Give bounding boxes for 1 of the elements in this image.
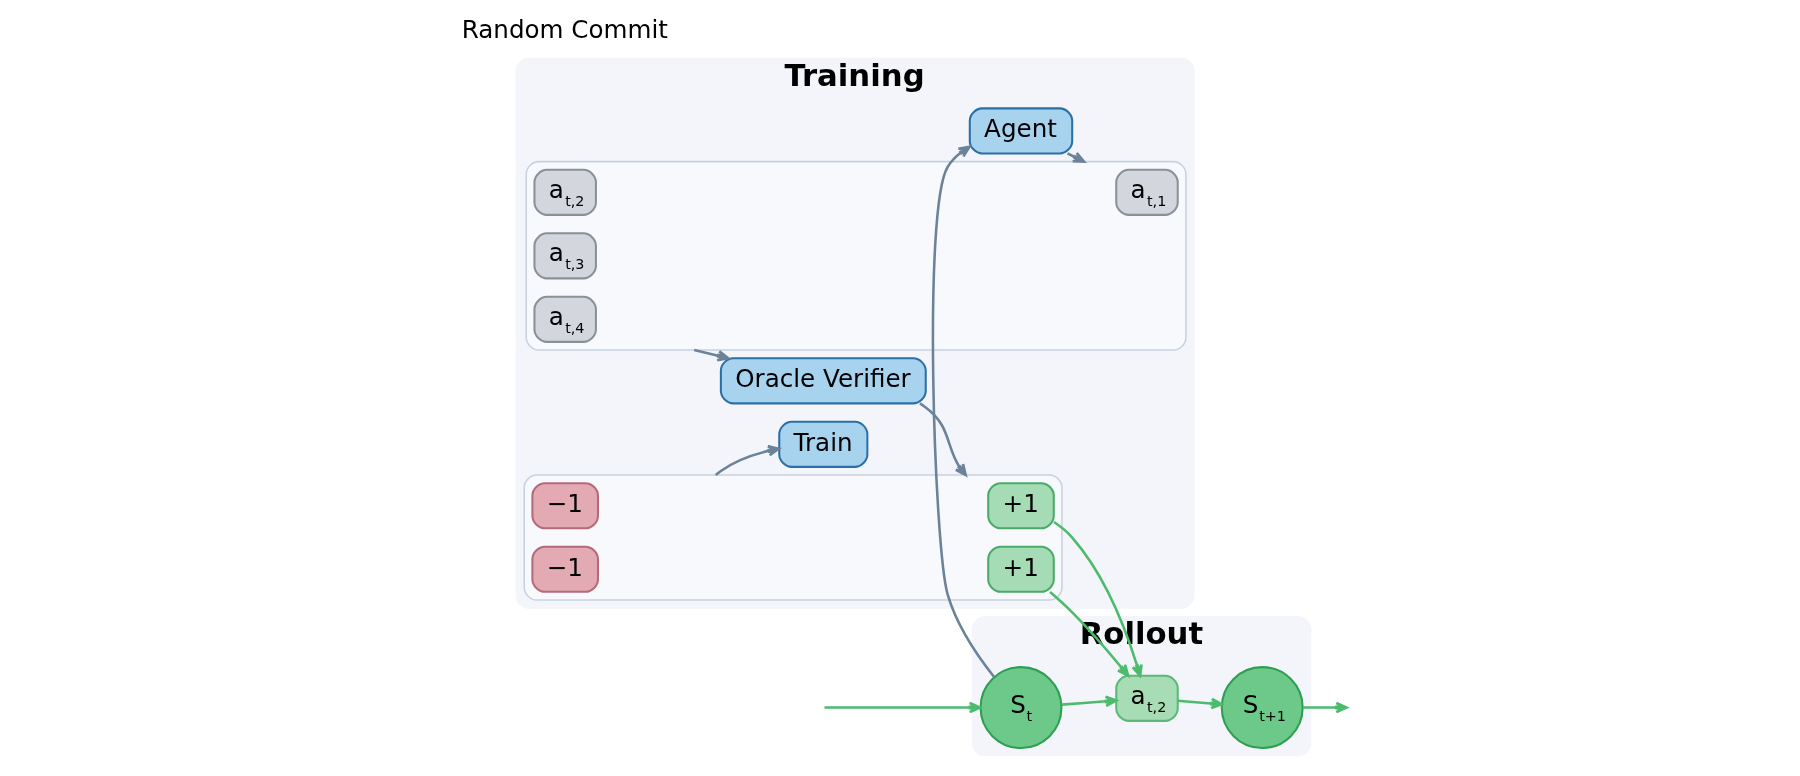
label: Random Commit xyxy=(461,14,668,44)
